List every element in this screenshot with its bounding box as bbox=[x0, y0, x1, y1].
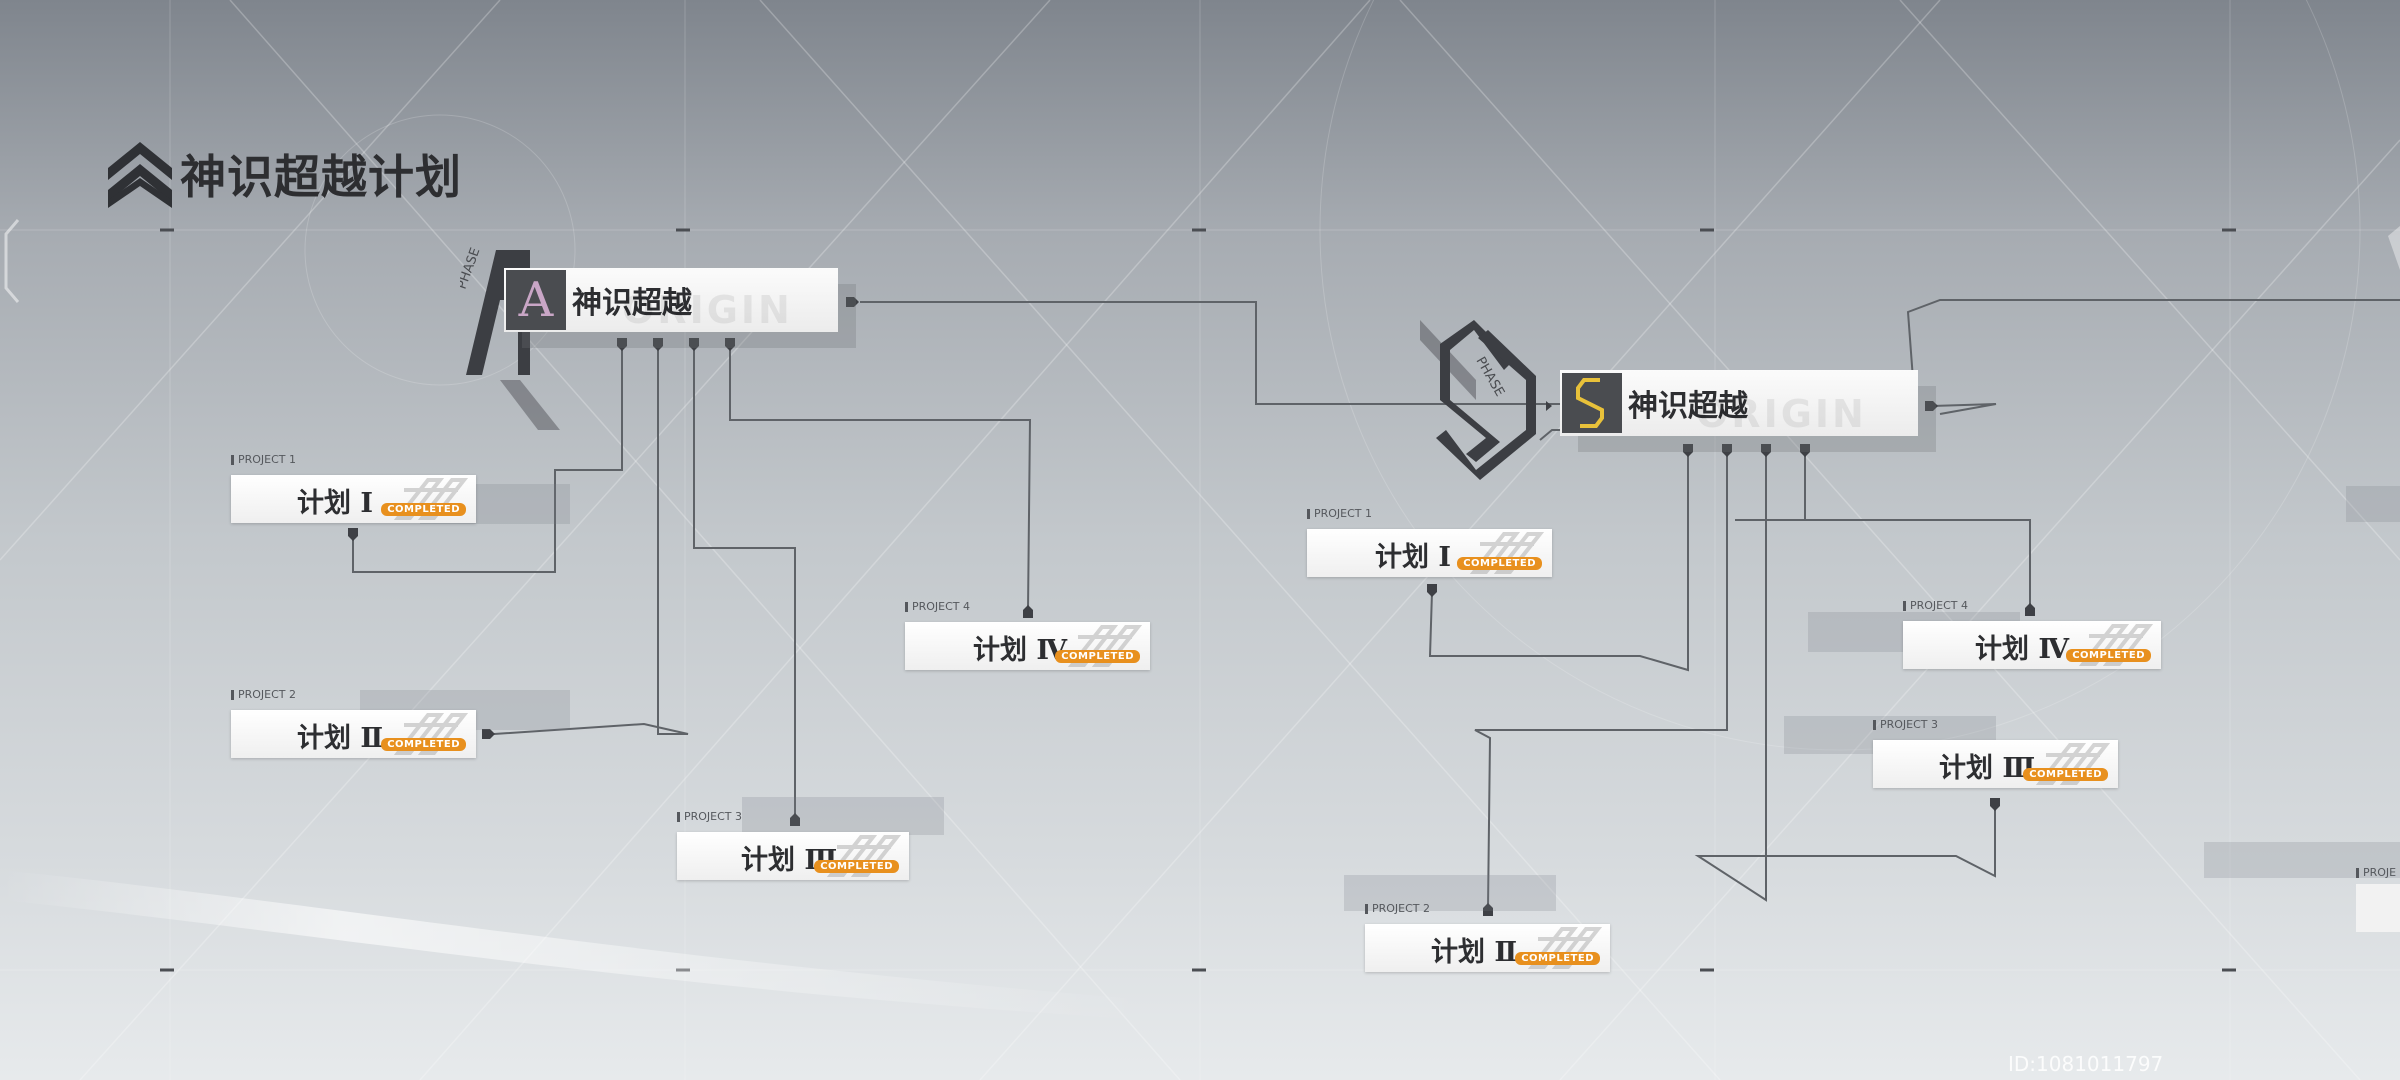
completed-logo-icon bbox=[393, 478, 468, 520]
project-tag: PROJECT 4 bbox=[905, 600, 970, 613]
chevron-stack-icon bbox=[108, 142, 172, 208]
phase-s-title: 神识超越 bbox=[1628, 389, 1748, 424]
phase-a-ghost-text: ORIGIN bbox=[622, 288, 793, 332]
phase-a-letter-tile: A bbox=[506, 270, 566, 330]
phase-s-ghost-text: ORIGIN bbox=[1696, 392, 1867, 436]
completed-badge: COMPLETED bbox=[381, 503, 466, 516]
completed-badge: COMPLETED bbox=[1515, 952, 1600, 965]
project-card[interactable]: 计划 Ⅳ COMPLETED bbox=[1903, 621, 2161, 669]
project-card[interactable]: 计划 Ⅱ COMPLETED bbox=[1365, 924, 1610, 972]
project-tag: PROJECT 2 bbox=[231, 688, 296, 701]
completed-badge: COMPLETED bbox=[1055, 650, 1140, 663]
phase-s-letter-tile: S bbox=[1562, 373, 1622, 433]
project-label: 计划 Ⅲ bbox=[1939, 753, 2036, 784]
project-card[interactable]: 计划 Ⅲ COMPLETED bbox=[1873, 740, 2118, 788]
completed-logo-icon bbox=[1469, 532, 1544, 574]
project-card[interactable]: 计划 Ⅰ COMPLETED bbox=[231, 475, 476, 523]
completed-logo-icon bbox=[393, 713, 468, 755]
phase-a-letter: A bbox=[518, 272, 554, 328]
completed-badge: COMPLETED bbox=[381, 738, 466, 751]
project-tag: PROJECT 1 bbox=[1307, 507, 1372, 520]
completed-logo-icon bbox=[2078, 624, 2153, 666]
project-card[interactable]: 计划 Ⅱ COMPLETED bbox=[231, 710, 476, 758]
game-title-header: 神识超越计划 bbox=[104, 138, 462, 210]
project-card[interactable]: 计划 Ⅳ COMPLETED bbox=[905, 622, 1150, 670]
completed-logo-icon bbox=[826, 835, 901, 877]
project-label: 计划 Ⅳ bbox=[973, 635, 1068, 666]
project-card[interactable]: 计划 Ⅲ COMPLETED bbox=[677, 832, 909, 880]
phase-s-letter-icon bbox=[1576, 378, 1604, 428]
completed-logo-icon bbox=[1527, 927, 1602, 969]
completed-badge: COMPLETED bbox=[2023, 768, 2108, 781]
project-label: 计划 Ⅳ bbox=[1975, 634, 2070, 665]
completed-logo-icon bbox=[2035, 743, 2110, 785]
project-tag: PROJECT 3 bbox=[677, 810, 742, 823]
offscreen-project-tag: PROJE bbox=[2356, 866, 2396, 879]
project-tag: PROJECT 1 bbox=[231, 453, 296, 466]
project-tag: PROJECT 4 bbox=[1903, 599, 1968, 612]
uid-label: ID:1081011797 bbox=[2008, 1052, 2164, 1076]
completed-logo-icon bbox=[1067, 625, 1142, 667]
completed-badge: COMPLETED bbox=[2066, 649, 2151, 662]
phase-a-card[interactable]: A 神识超越 ORIGIN bbox=[504, 268, 838, 332]
project-card[interactable]: 计划 Ⅰ COMPLETED bbox=[1307, 529, 1552, 577]
project-tag: PROJECT 3 bbox=[1873, 718, 1938, 731]
phase-s-emblem-icon: PHASE bbox=[1420, 320, 1536, 480]
project-tag: PROJECT 2 bbox=[1365, 902, 1430, 915]
page-title: 神识超越计划 bbox=[180, 150, 462, 204]
completed-badge: COMPLETED bbox=[1457, 557, 1542, 570]
completed-badge: COMPLETED bbox=[814, 860, 899, 873]
project-label: 计划 Ⅱ bbox=[297, 723, 384, 754]
phase-s-card[interactable]: S 神识超越 ORIGIN bbox=[1560, 370, 1918, 436]
project-label: 计划 Ⅰ bbox=[297, 488, 374, 519]
phase-a-title: 神识超越 bbox=[572, 286, 692, 321]
phase-a-side-text: PHASE bbox=[460, 246, 483, 292]
project-label: 计划 Ⅰ bbox=[1375, 542, 1452, 573]
node-shadow bbox=[742, 797, 944, 835]
project-label: 计划 Ⅱ bbox=[1431, 937, 1518, 968]
